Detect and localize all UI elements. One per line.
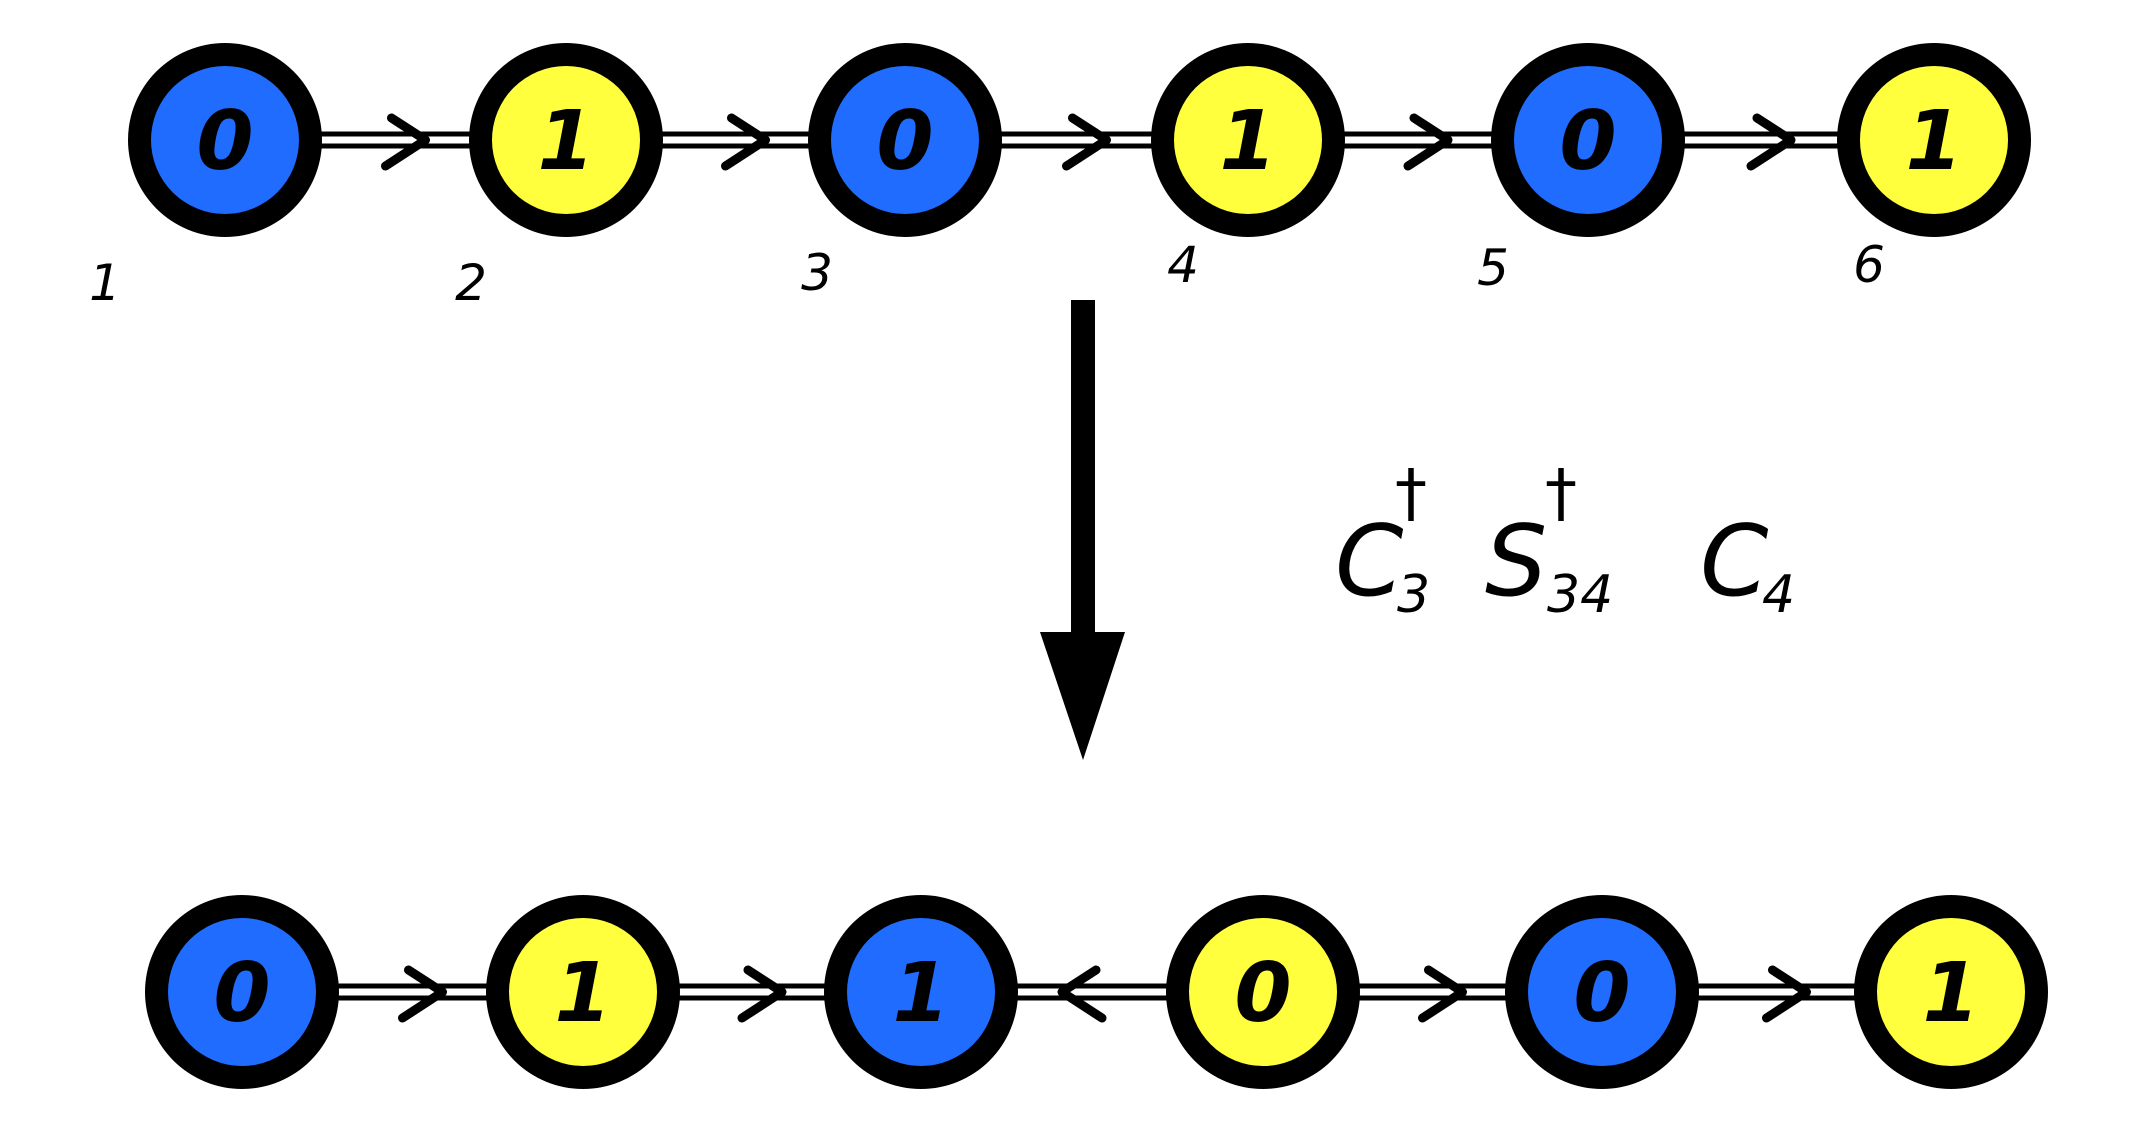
- node-bit: 1: [1219, 94, 1276, 189]
- node-index: 2: [455, 254, 487, 312]
- node-bit: 1: [1922, 946, 1979, 1041]
- node-index: 5: [1477, 239, 1509, 297]
- node-bit: 0: [1234, 946, 1291, 1041]
- edge-arrowhead: [737, 965, 787, 1023]
- edge-arrowhead: [1057, 965, 1107, 1023]
- node-index: 4: [1167, 236, 1199, 294]
- node-index: 3: [801, 244, 833, 302]
- operator-dagger: †: [1545, 457, 1577, 531]
- edge-arrow: [1681, 113, 1841, 171]
- operator-term: C4: [1700, 505, 1795, 625]
- operator-subscript: 3: [1397, 565, 1430, 625]
- edge-arrow: [1695, 965, 1858, 1023]
- edge-arrowhead: [721, 113, 770, 171]
- node-fill: [1174, 66, 1322, 214]
- transform-arrow-head: [1040, 632, 1125, 760]
- node-fill: [831, 66, 979, 214]
- node-bit: 0: [876, 94, 933, 189]
- edge-arrow: [998, 113, 1155, 171]
- chain-node: 1: [1854, 895, 2048, 1089]
- edge-arrow: [318, 113, 473, 171]
- operator-base: C: [1700, 505, 1769, 619]
- node-fill: [1189, 918, 1337, 1066]
- edge-arrow: [1356, 965, 1509, 1023]
- operator-base: S: [1485, 505, 1547, 619]
- node-bit: 1: [537, 94, 594, 189]
- edge-arrow: [1014, 965, 1170, 1023]
- transform-arrow: [1040, 300, 1125, 760]
- node-bit: 0: [213, 946, 270, 1041]
- edge-arrow: [659, 113, 812, 171]
- edge-arrow: [1341, 113, 1495, 171]
- chain-node: 05: [1477, 43, 1685, 297]
- operator-term: C† 3: [1335, 457, 1430, 625]
- edge-arrowhead: [1403, 113, 1453, 171]
- node-fill: [1514, 66, 1662, 214]
- node-bit: 1: [892, 946, 949, 1041]
- chain-node: 14: [1151, 43, 1345, 294]
- chain-node: 1: [824, 895, 1018, 1089]
- node-bit: 0: [196, 94, 253, 189]
- operator-term: S† 34: [1485, 457, 1613, 625]
- node-index: 6: [1853, 236, 1885, 294]
- chain-node: 16: [1837, 43, 2031, 294]
- bottom-chain: 0 1 1 0 0 1: [145, 895, 2048, 1089]
- operator-base: C: [1335, 505, 1404, 619]
- edge-arrow: [676, 965, 828, 1023]
- node-fill: [168, 918, 316, 1066]
- operator-subscript: 4: [1762, 565, 1795, 625]
- edge-arrowhead: [381, 113, 430, 171]
- chain-node: 1: [486, 895, 680, 1089]
- operator-subscript: 34: [1547, 565, 1613, 625]
- node-bit: 0: [1559, 94, 1616, 189]
- node-bit: 0: [1573, 946, 1630, 1041]
- chain-node: 0: [145, 895, 339, 1089]
- node-fill: [1877, 918, 2025, 1066]
- edge-arrowhead: [1062, 113, 1111, 171]
- edge-arrowhead: [1418, 965, 1467, 1023]
- node-bit: 1: [1905, 94, 1962, 189]
- chain-node: 03: [801, 43, 1002, 302]
- node-fill: [847, 918, 995, 1066]
- edge-arrowhead: [398, 965, 447, 1023]
- node-fill: [1860, 66, 2008, 214]
- node-fill: [151, 66, 299, 214]
- chain-node: 12: [455, 43, 663, 312]
- chain-node: 01: [89, 43, 322, 312]
- edge-arrowhead: [1762, 965, 1811, 1023]
- chain-node: 0: [1166, 895, 1360, 1089]
- edge-arrowhead: [1746, 113, 1796, 171]
- node-fill: [509, 918, 657, 1066]
- node-fill: [492, 66, 640, 214]
- operator-dagger: †: [1395, 457, 1427, 531]
- chain-node: 0: [1505, 895, 1699, 1089]
- node-fill: [1528, 918, 1676, 1066]
- edge-arrow: [335, 965, 490, 1023]
- transform-arrow-shaft: [1071, 300, 1095, 640]
- node-index: 1: [89, 254, 121, 312]
- node-bit: 1: [554, 946, 611, 1041]
